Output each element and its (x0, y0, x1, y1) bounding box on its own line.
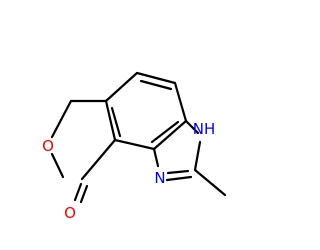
bond-n-c2 (165, 175, 193, 182)
bond-carbonyl-a (73, 182, 83, 202)
bonds (50, 71, 227, 204)
atom-oxygen-ring: O (42, 137, 54, 155)
bond-c4-c5-inner (139, 79, 173, 91)
bond-c4-c5 (135, 71, 177, 85)
bond-ch2-o (50, 99, 73, 139)
atom-nitrogen-nh: NH (193, 120, 216, 138)
bond-c3a-c4 (104, 71, 139, 103)
bond-carbonyl-b (79, 184, 89, 204)
bond-c6-c6a (152, 119, 188, 151)
atom-oxygen-carbonyl: O (64, 204, 76, 222)
bond-c6a-n (152, 147, 160, 168)
bond-c1-c7a (80, 138, 117, 181)
bond-c6-nh (184, 119, 200, 135)
molecule-structure: O O N NH (42, 71, 227, 222)
bond-c6a-c7a (113, 138, 156, 151)
bond-n-c2-inner (166, 169, 190, 175)
bond-c6-c6a-inner (150, 120, 180, 144)
atom-nitrogen-imine: N (154, 169, 165, 187)
bond-c2-methyl (193, 168, 227, 197)
bond-c7a-c3a (104, 99, 117, 142)
bond-o-c1 (50, 152, 65, 179)
bond-c3a-c7a-inner (110, 106, 122, 138)
bond-nh-c2 (193, 140, 202, 172)
bond-c5-c6 (173, 81, 188, 123)
